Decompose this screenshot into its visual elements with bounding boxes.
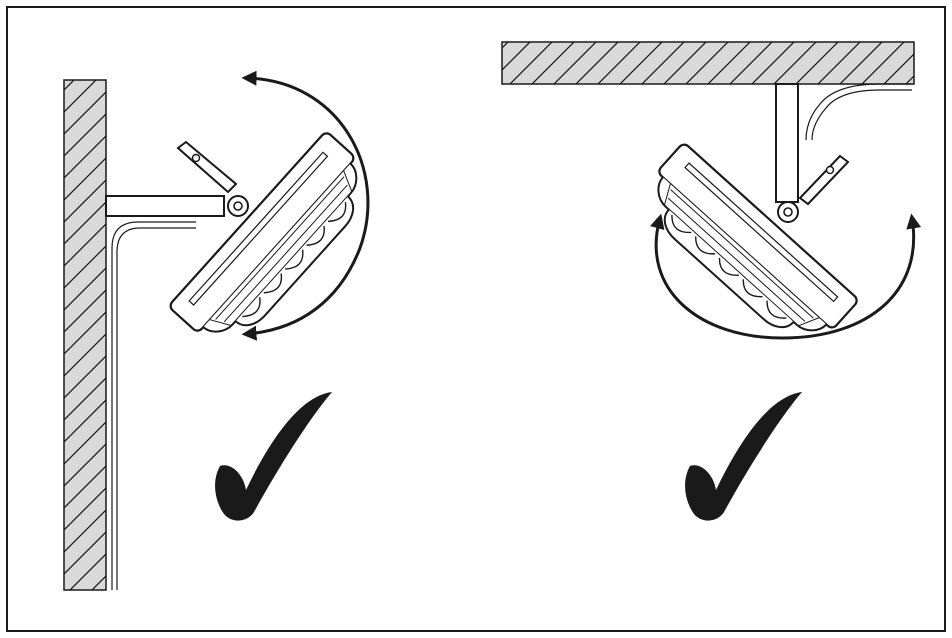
wall-hatch — [63, 79, 107, 591]
pivot-bolt — [777, 201, 799, 223]
mounting-arm — [105, 195, 225, 217]
mounting-rod — [775, 83, 799, 203]
bracket-clip — [176, 140, 238, 194]
ceiling-mount-panel — [501, 41, 922, 521]
rotation-arrow-icon — [649, 213, 922, 340]
check-mark-icon — [215, 392, 332, 521]
pivot-bolt — [227, 195, 249, 217]
bracket-clip — [798, 154, 850, 206]
rotation-arrow-icon — [241, 70, 370, 341]
cable — [111, 221, 196, 590]
check-mark-icon — [685, 392, 802, 521]
diagram-frame — [6, 6, 946, 632]
cable-inner — [811, 89, 912, 141]
wall-mount-panel — [63, 70, 386, 591]
ceiling-hatch — [501, 41, 915, 85]
cable-inner — [116, 227, 196, 590]
cable — [805, 83, 912, 141]
